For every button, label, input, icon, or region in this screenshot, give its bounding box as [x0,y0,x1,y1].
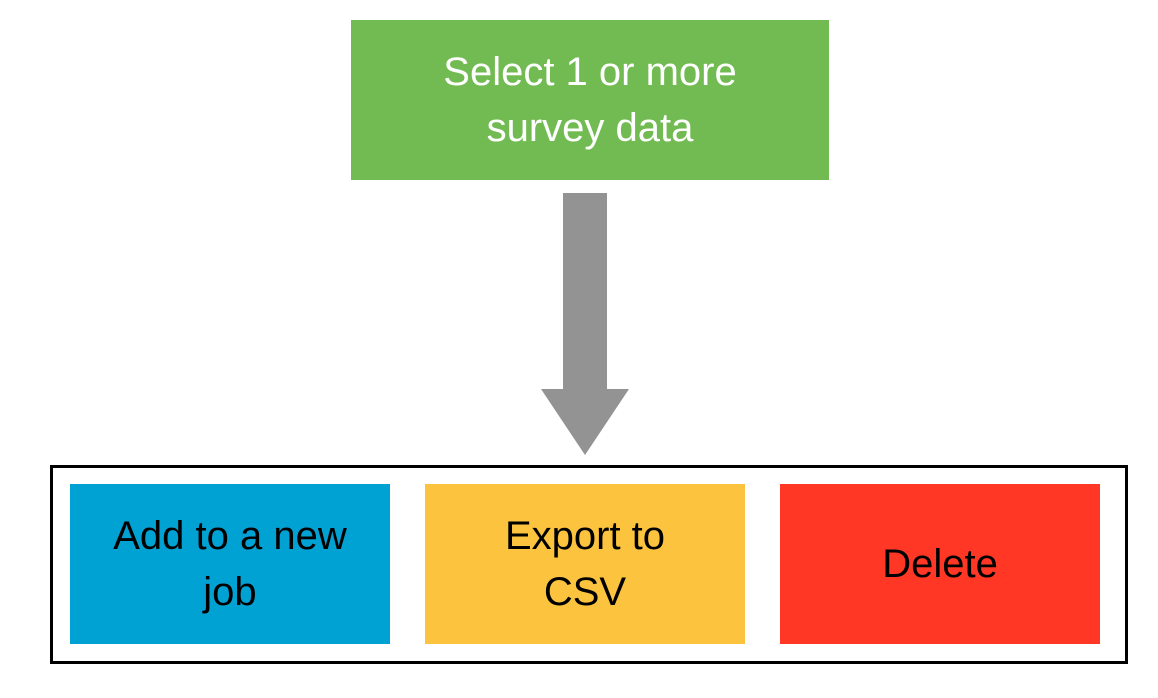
delete-node: Delete [780,484,1100,644]
down-arrow-shape [541,193,629,455]
select-survey-data-node: Select 1 or more survey data [351,20,829,180]
actions-group [50,465,1128,664]
export-to-csv-label: Export to CSV [504,514,666,614]
delete-label: Delete [882,542,998,586]
export-to-csv-node: Export to CSV [425,484,745,644]
add-to-new-job-label: Add to a new job [113,514,347,614]
select-survey-data-label: Select 1 or more survey data [443,50,737,150]
add-to-new-job-node: Add to a new job [70,484,390,644]
